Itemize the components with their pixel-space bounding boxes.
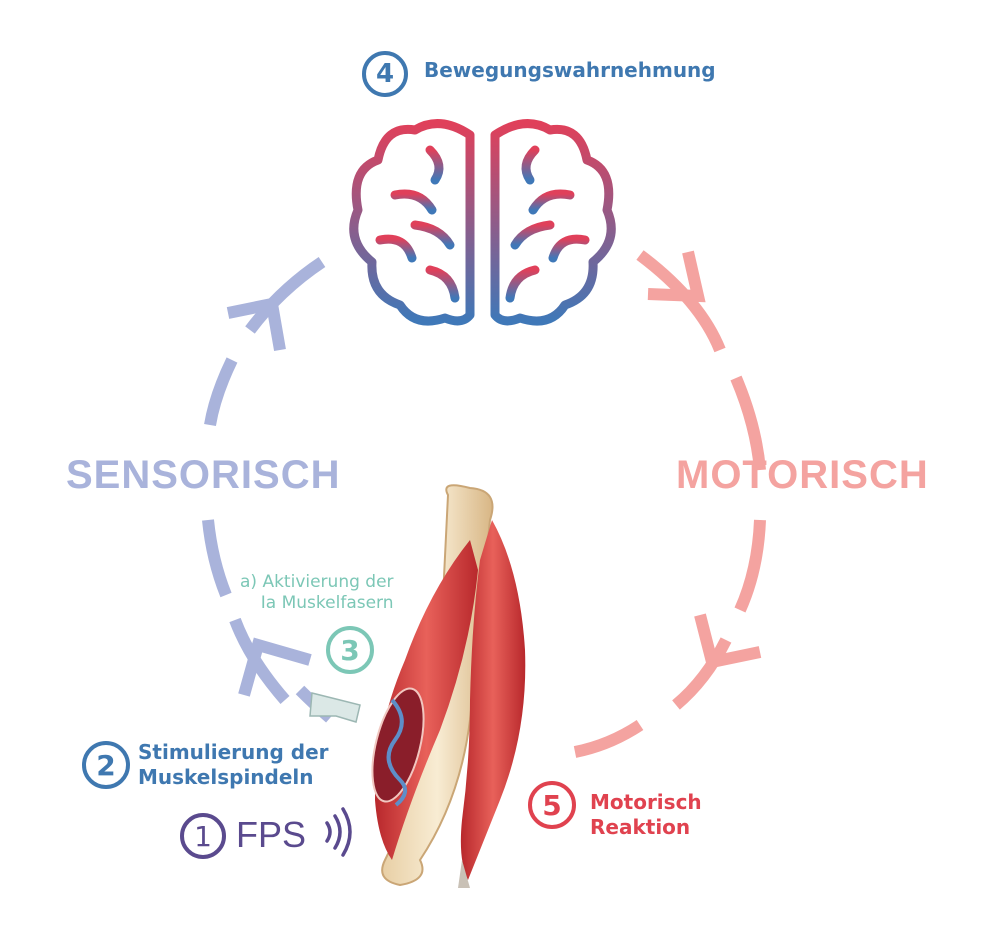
- step-3-line-1: a) Aktivierung der: [240, 572, 394, 592]
- step-4-label: Bewegungswahrnehmung: [424, 58, 716, 82]
- vibration-device: [309, 692, 361, 723]
- step-5-label: Motorisch Reaktion: [590, 790, 702, 840]
- muscle-belly-right: [460, 520, 526, 880]
- step-4-number: 4: [362, 51, 408, 97]
- step-1-number: 1: [180, 813, 226, 859]
- vibration-waves-icon: [325, 807, 352, 857]
- sensory-label: SENSORISCH: [66, 453, 341, 497]
- step-5-line-2: Reaktion: [590, 815, 691, 839]
- motor-chevron-lower: [694, 613, 762, 670]
- muscle-spindle: [371, 687, 425, 803]
- muscle-bone-illustration: [309, 484, 526, 888]
- step-5-line-1: Motorisch: [590, 790, 702, 814]
- motor-chevron-upper: [647, 250, 706, 303]
- step-1-label: FPS: [236, 814, 307, 855]
- step-3-label: a) Aktivierung der Ia Muskelfasern: [240, 572, 394, 615]
- step-2-line-1: Stimulierung der: [138, 740, 329, 764]
- step-5-number: 5: [528, 781, 576, 829]
- step-3-line-2: Ia Muskelfasern: [260, 593, 394, 614]
- sensory-chevron-upper: [226, 296, 286, 352]
- sensory-chevron-lower: [238, 637, 312, 697]
- step-2-line-2: Muskelspindeln: [138, 765, 314, 789]
- step-2-number: 2: [82, 741, 130, 789]
- motor-arc: [573, 250, 766, 758]
- step-2-label: Stimulierung der Muskelspindeln: [138, 740, 329, 790]
- brain-icon: [349, 119, 616, 326]
- step-3-number: 3: [326, 626, 374, 674]
- motor-label: MOTORISCH: [676, 453, 929, 497]
